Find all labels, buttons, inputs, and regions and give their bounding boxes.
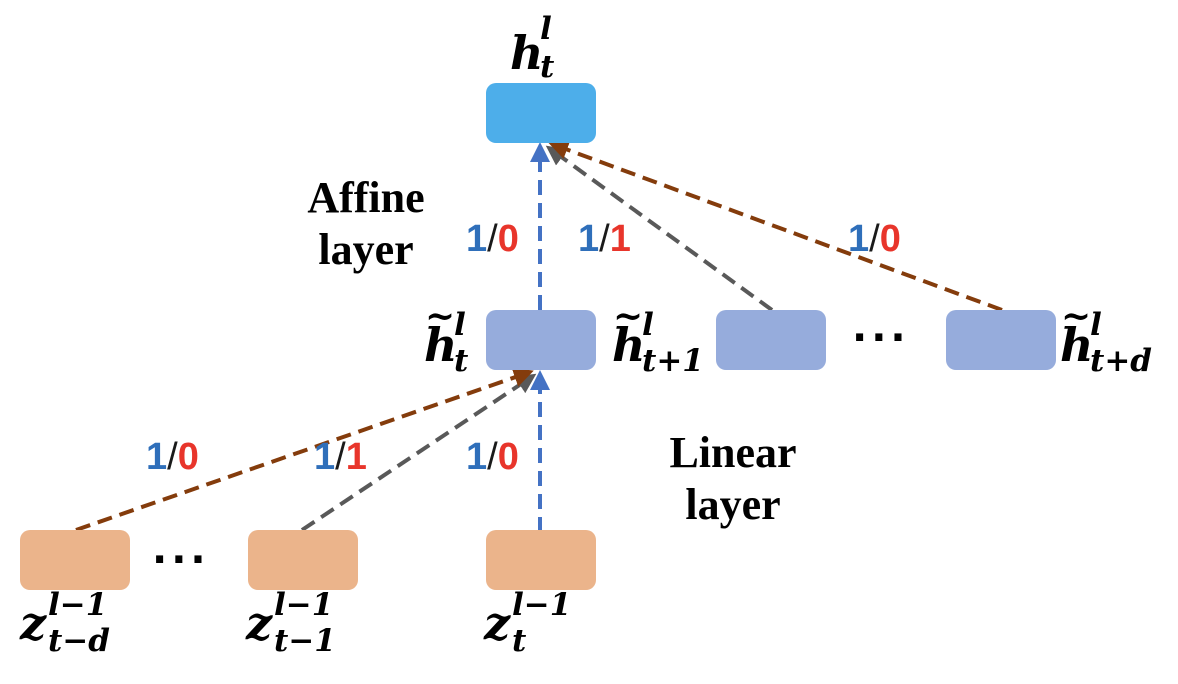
symbol-sup: l <box>642 307 654 343</box>
ratio-linear-far: 1/0 <box>146 438 199 476</box>
ratio-affine-next: 1/1 <box>578 220 631 258</box>
tilde-mark: ~ <box>613 295 644 337</box>
output-node <box>486 83 596 143</box>
label-input-t-minus-1: z l−1 t−1 <box>246 590 336 657</box>
symbol-base: h <box>612 318 646 372</box>
label-hidden-t-plus-d: ~ h l t+d <box>1060 298 1152 377</box>
label-input-t-minus-d: z l−1 t−d <box>20 590 110 657</box>
symbol-sup: l−1 <box>274 587 334 623</box>
ratio-affine-self: 1/0 <box>466 220 519 258</box>
ratio-right: 0 <box>879 218 901 260</box>
edge-linear-prev <box>300 373 537 532</box>
symbol-base: z <box>484 596 511 650</box>
caption-linear-line1: Linear <box>669 428 797 477</box>
ratio-right: 0 <box>177 436 199 478</box>
input-node-t <box>486 530 596 590</box>
ratio-sep: / <box>487 218 498 260</box>
label-input-t: z l−1 t <box>484 590 571 657</box>
tilde-mark: ~ <box>1061 295 1092 337</box>
symbol-sup: l <box>540 11 552 47</box>
ellipsis-mid: ··· <box>852 315 910 361</box>
ratio-left: 1 <box>466 218 488 260</box>
symbol-sub: t <box>454 343 469 379</box>
symbol-base: h <box>510 26 544 80</box>
hidden-node-t-plus-d <box>946 310 1056 370</box>
tilde-mark: ~ <box>425 295 456 337</box>
ratio-sep: / <box>167 436 178 478</box>
ratio-right: 0 <box>497 436 519 478</box>
symbol-sup: l <box>454 307 466 343</box>
label-output-h: h l t <box>510 14 554 83</box>
symbol-base: h <box>1060 318 1094 372</box>
ratio-sep: / <box>487 436 498 478</box>
hidden-node-t-plus-1 <box>716 310 826 370</box>
ratio-left: 1 <box>314 436 336 478</box>
edge-linear-far <box>75 367 534 532</box>
label-hidden-t-plus-1: ~ h l t+1 <box>612 298 704 377</box>
label-hidden-t: ~ h l t <box>424 298 468 377</box>
symbol-sub: t+d <box>1090 343 1152 379</box>
ellipsis-bottom: ··· <box>152 537 210 583</box>
symbol-sub: t <box>512 623 527 659</box>
input-node-t-minus-1 <box>248 530 358 590</box>
symbol-sub: t+1 <box>642 343 704 379</box>
symbol-sup: l <box>1090 307 1102 343</box>
symbol-sup: l−1 <box>48 587 108 623</box>
edge-affine-far <box>548 140 1003 312</box>
hidden-node-t <box>486 310 596 370</box>
ratio-left: 1 <box>146 436 168 478</box>
symbol-base: h <box>424 318 458 372</box>
ratio-left: 1 <box>578 218 600 260</box>
ratio-left: 1 <box>848 218 870 260</box>
ratio-sep: / <box>335 436 346 478</box>
symbol-base: z <box>246 596 273 650</box>
ratio-sep: / <box>599 218 610 260</box>
caption-affine-layer: Affine layer <box>282 172 450 276</box>
input-node-t-minus-d <box>20 530 130 590</box>
caption-affine-line1: Affine <box>307 173 425 222</box>
symbol-sub: t−d <box>48 623 110 659</box>
caption-affine-line2: layer <box>318 225 414 274</box>
ratio-affine-far: 1/0 <box>848 220 901 258</box>
symbol-sub: t−1 <box>274 623 336 659</box>
ratio-right: 1 <box>345 436 367 478</box>
caption-linear-line2: layer <box>685 480 781 529</box>
ratio-sep: / <box>869 218 880 260</box>
caption-linear-layer: Linear layer <box>640 427 826 531</box>
ratio-linear-self: 1/0 <box>466 438 519 476</box>
ratio-right: 0 <box>497 218 519 260</box>
symbol-base: z <box>20 596 47 650</box>
ratio-right: 1 <box>609 218 631 260</box>
symbol-sup: l−1 <box>512 587 572 623</box>
ratio-linear-prev: 1/1 <box>314 438 367 476</box>
ratio-left: 1 <box>466 436 488 478</box>
symbol-sub: t <box>540 49 555 85</box>
